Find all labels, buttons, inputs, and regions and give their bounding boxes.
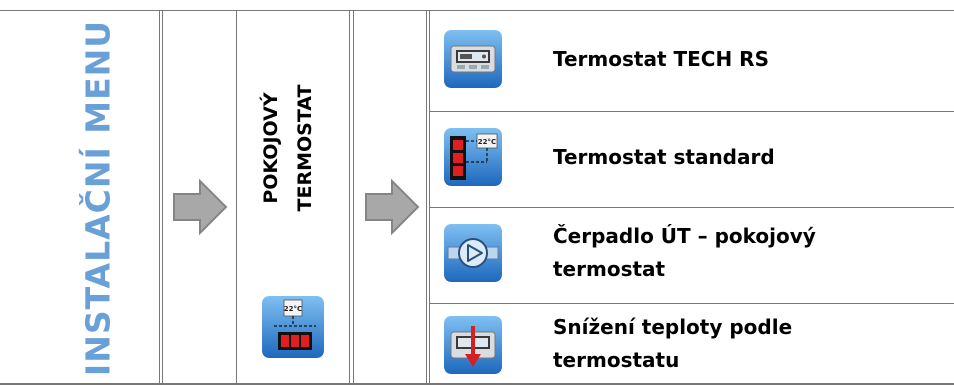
arrow-right-icon <box>173 178 228 236</box>
arrow-right-icon <box>365 178 420 236</box>
option-label-reduction[interactable]: Snížení teploty podle termostatu <box>553 315 793 372</box>
svg-text:22°C: 22°C <box>478 138 496 146</box>
temperature-reduction-icon[interactable] <box>444 316 502 374</box>
submenu-title-line2: TERMOSTAT <box>294 84 316 212</box>
row-divider-3 <box>430 303 954 304</box>
column-divider-2 <box>236 10 237 385</box>
column-divider-3b <box>353 10 354 385</box>
column-divider-1b <box>162 10 163 385</box>
option-label-pump[interactable]: Čerpadlo ÚT – pokojový termostat <box>553 224 816 281</box>
column-divider-1a <box>159 10 160 385</box>
tech-rs-controller-icon[interactable] <box>444 30 502 88</box>
option-label-standard[interactable]: Termostat standard <box>553 145 775 169</box>
standard-thermostat-icon[interactable]: 22°C <box>444 128 502 186</box>
circulation-pump-icon[interactable] <box>444 224 502 282</box>
row-divider-1 <box>430 111 954 112</box>
option-label-tech-rs[interactable]: Termostat TECH RS <box>553 47 769 71</box>
room-thermostat-standard-icon: 22°C <box>262 296 324 358</box>
installation-menu-title: INSTALAČNÍ MENU <box>78 19 118 377</box>
row-divider-2 <box>430 207 954 208</box>
column-divider-4a <box>426 10 427 385</box>
submenu-title-line1: POKOJOVÝ <box>260 92 282 204</box>
column-divider-4b <box>429 10 430 385</box>
column-divider-3a <box>349 10 350 385</box>
svg-text:22°C: 22°C <box>284 305 302 313</box>
table-top-border <box>0 10 954 11</box>
table-bottom-border <box>0 383 954 385</box>
